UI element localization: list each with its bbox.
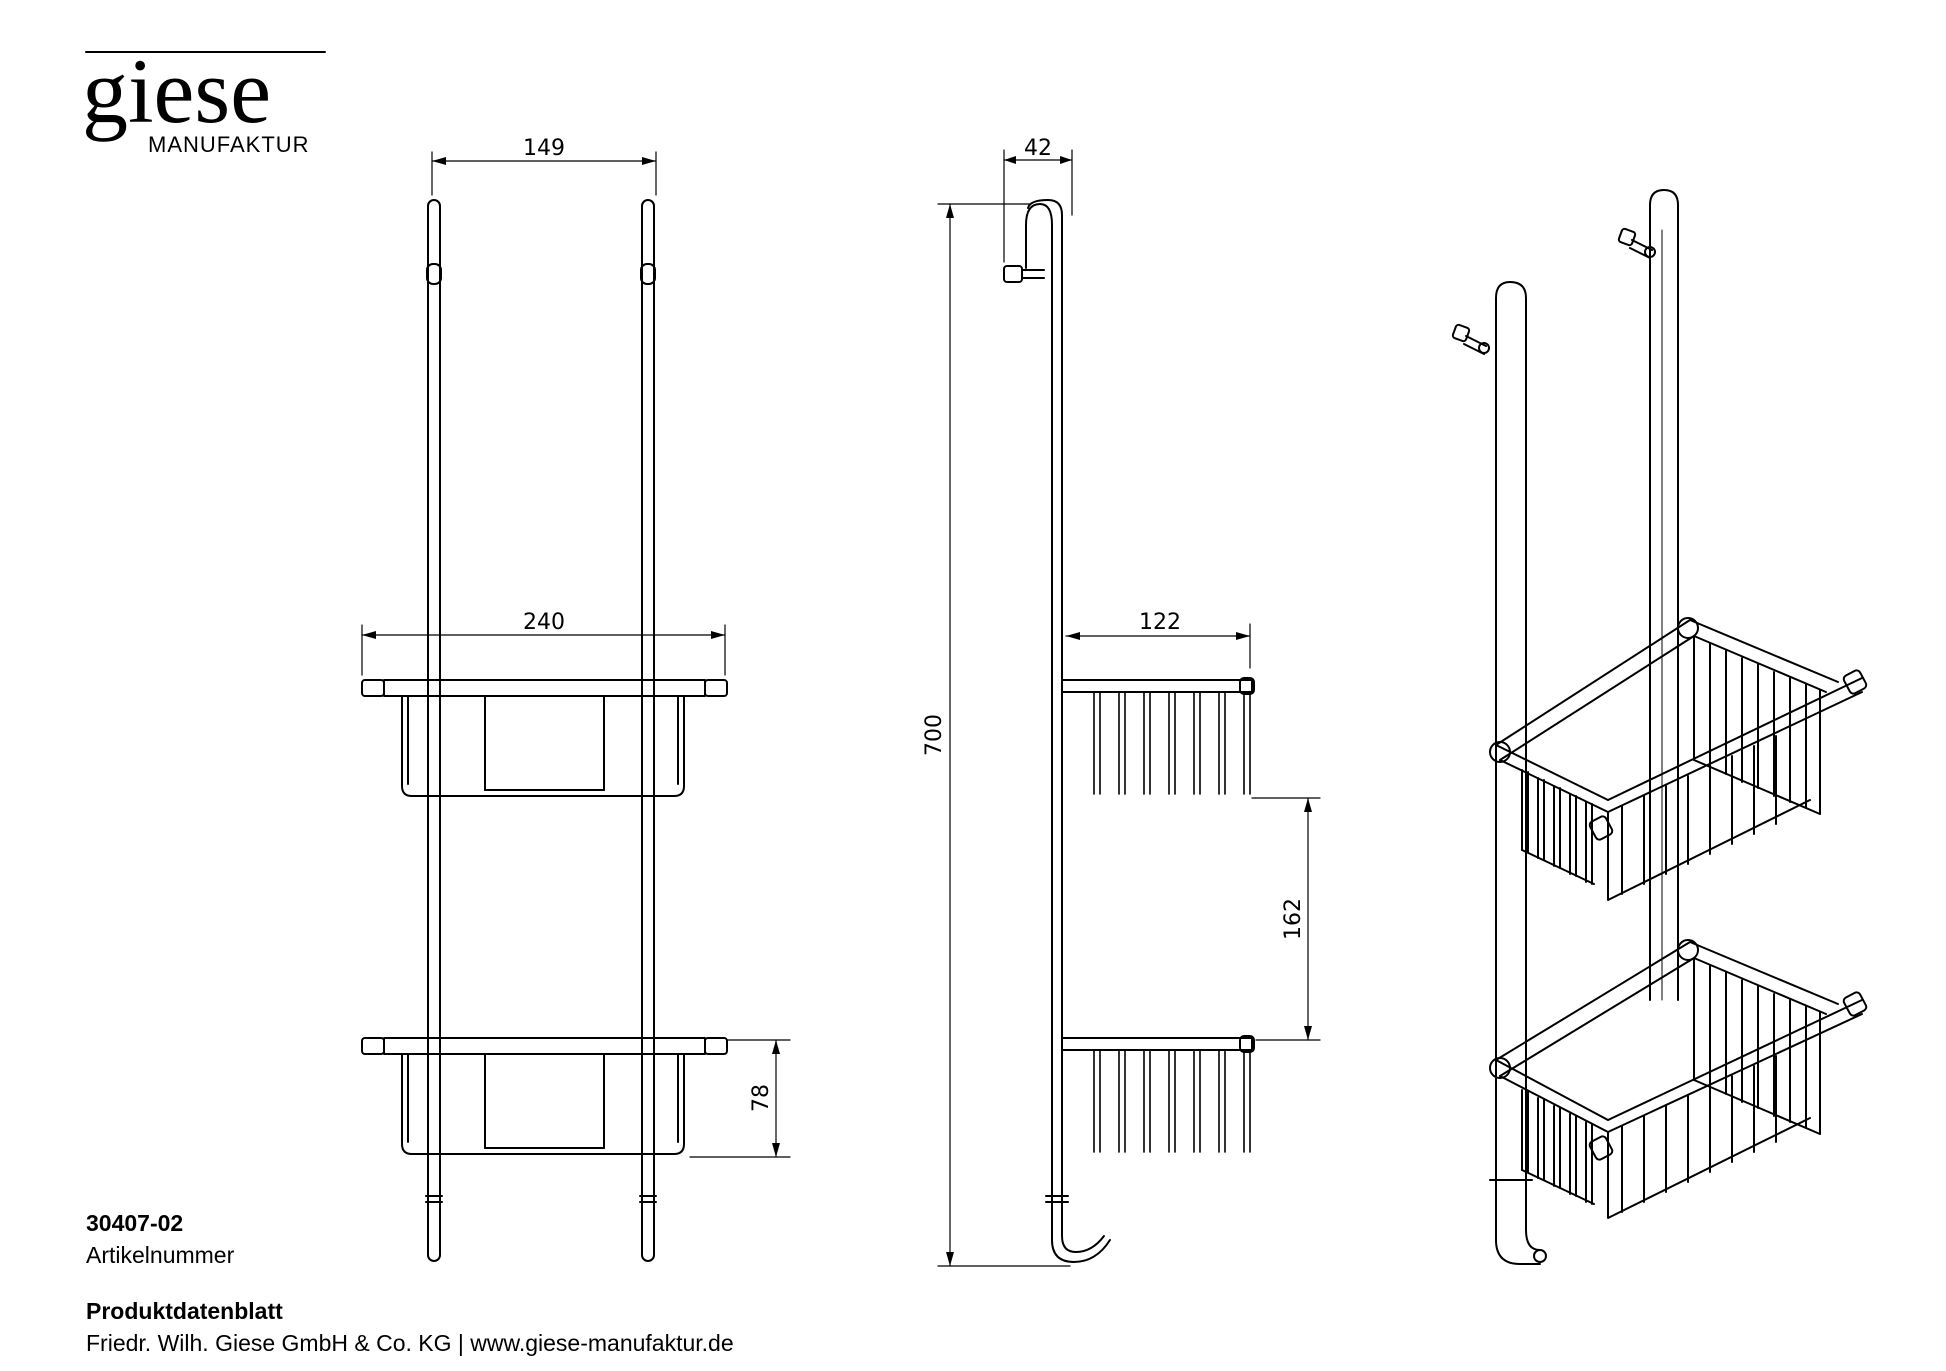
upper-basket [1489,617,1868,901]
dim-side-depth: 42 [1024,136,1052,161]
dim-basket-height: 78 [749,1084,774,1112]
logo: giese MANUFAKTUR [82,40,326,157]
footer-company: Friedr. Wilh. Giese GmbH & Co. KG | www.… [86,1330,734,1356]
logo-brand: giese [82,40,271,142]
dim-shelf-width: 240 [523,610,565,635]
article-label: Artikelnummer [86,1242,235,1268]
dim-total-height: 700 [922,714,947,756]
lower-basket [1489,939,1868,1219]
article-number: 30407-02 [86,1210,184,1236]
logo-sub: MANUFAKTUR [148,132,310,157]
perspective-view [1451,189,1868,1265]
dim-front-width: 149 [523,136,565,161]
dim-shelf-spacing: 162 [1281,898,1306,940]
side-view: 42 700 122 [922,136,1321,1267]
front-view: 149 240 [361,136,791,1262]
dim-shelf-depth: 122 [1139,610,1181,635]
footer-title: Produktdatenblatt [86,1298,283,1324]
